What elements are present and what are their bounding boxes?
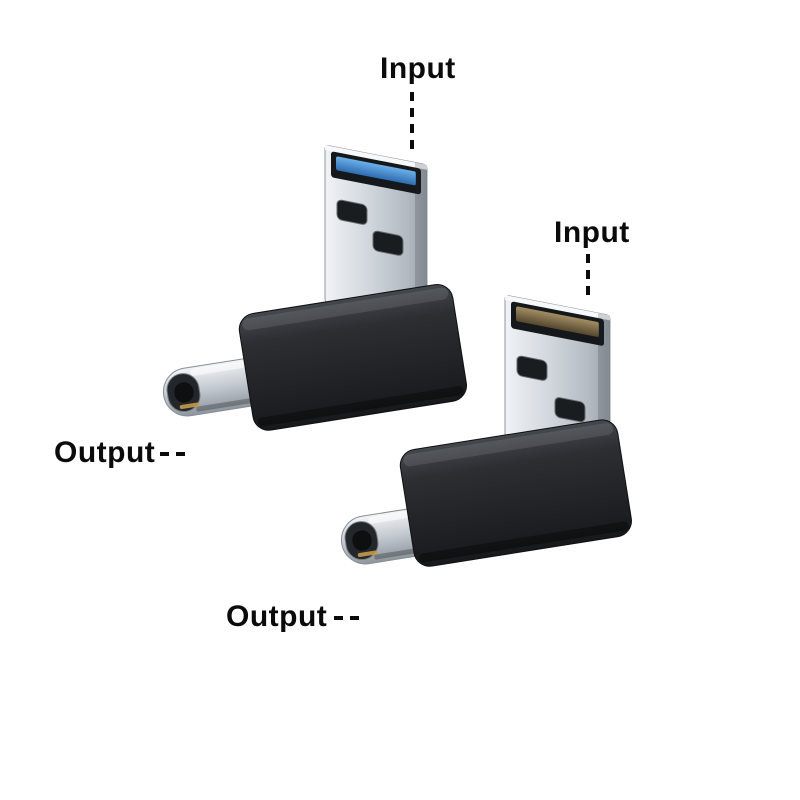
- shell-top-rim: [325, 145, 427, 170]
- shade: [257, 386, 464, 427]
- highlight: [242, 287, 449, 331]
- shell-hole: [554, 397, 586, 423]
- shell-hole: [516, 355, 548, 381]
- usb-c-slot: [352, 530, 372, 551]
- adapter-body: [399, 419, 632, 567]
- output-label-adapter1: Output: [54, 436, 156, 469]
- body-block: [238, 284, 467, 431]
- shell-hole: [372, 230, 404, 256]
- leader-line-input-adapter1: [410, 92, 414, 150]
- usb-a-insert-dark: [516, 306, 599, 337]
- shell-hole: [336, 199, 368, 225]
- input-label-adapter2: Input: [554, 216, 630, 249]
- leader-line-output-adapter1: [160, 452, 192, 456]
- shell-side-shade: [415, 162, 427, 323]
- adapter-2: [340, 295, 632, 567]
- highlight: [403, 423, 613, 467]
- input-label-adapter1: Input: [380, 52, 456, 85]
- adapter-1: [162, 145, 467, 431]
- leader-line-output-adapter2: [334, 616, 366, 620]
- usb-c-contacts: [179, 402, 200, 410]
- shell-top-rim: [505, 295, 610, 321]
- usb-c-slot: [174, 382, 194, 403]
- usb-a-connector: [324, 145, 428, 323]
- output-label-adapter2: Output: [226, 600, 328, 633]
- body-block: [399, 419, 632, 567]
- adapter-body: [238, 284, 467, 431]
- leader-line-input-adapter2: [586, 254, 590, 300]
- shade: [418, 521, 629, 563]
- usb-a-insert-blue: [336, 156, 416, 186]
- usb-c-contacts: [357, 550, 378, 558]
